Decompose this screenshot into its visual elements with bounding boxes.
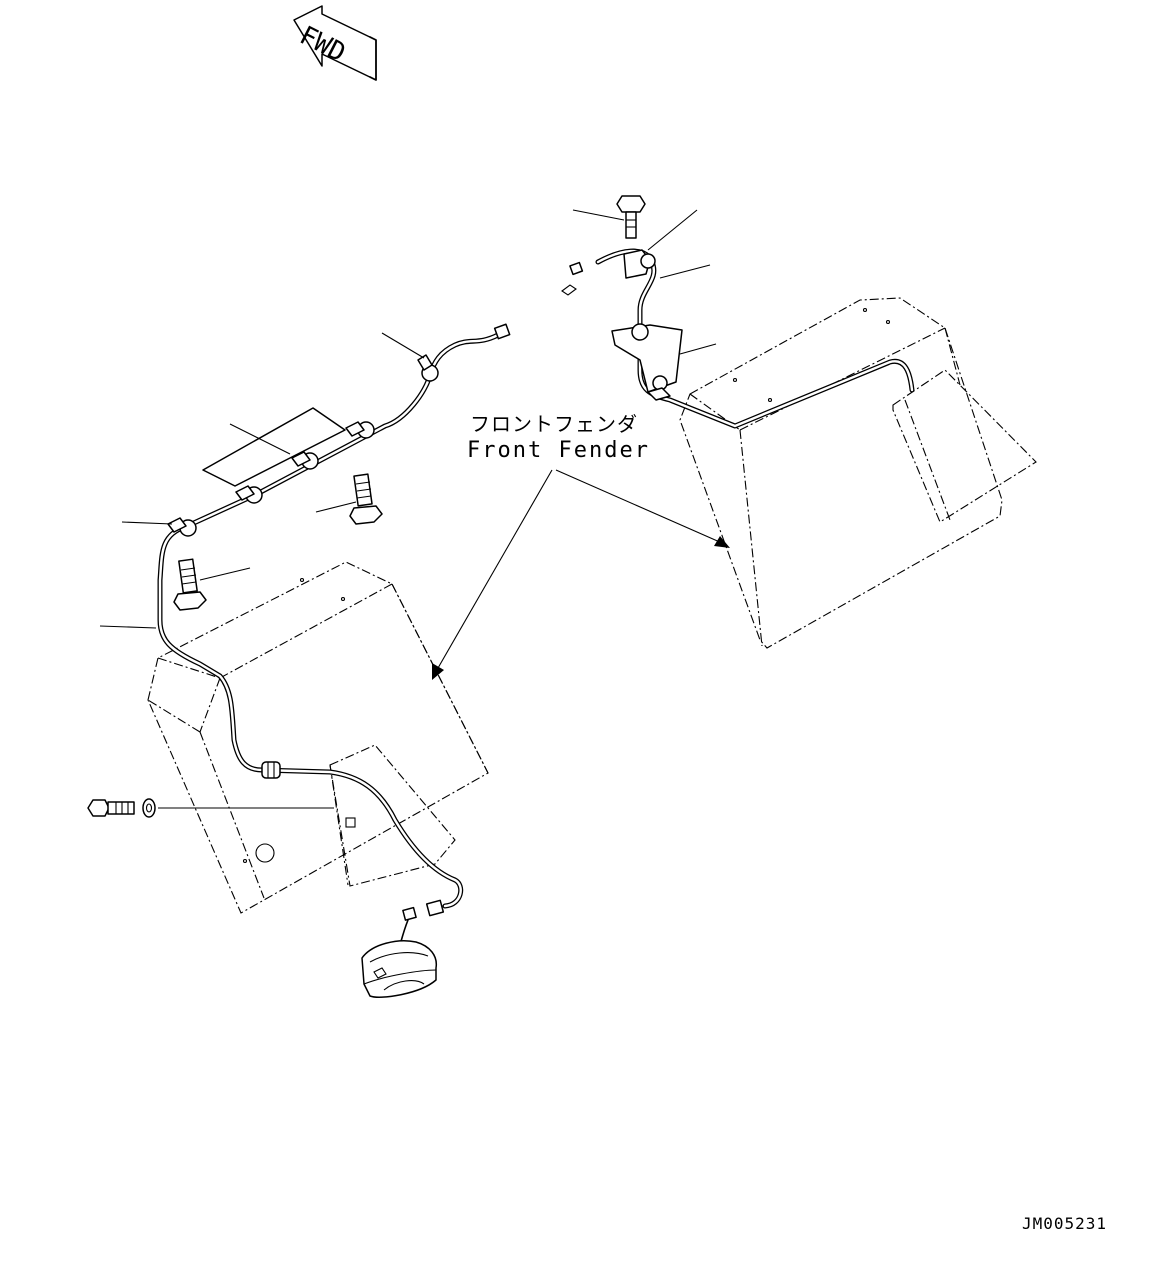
front-fender-label-en: Front Fender <box>467 438 650 463</box>
left-front-fender <box>147 561 489 914</box>
right-front-fender <box>679 297 1037 649</box>
bolt-washer-icon <box>87 798 334 818</box>
right-harness <box>561 195 915 429</box>
front-fender-callout-arrows <box>432 469 730 680</box>
horn-icon <box>361 940 438 998</box>
drawing-id: JM005231 <box>1022 1214 1108 1233</box>
fwd-arrow-icon: FWD <box>293 5 377 81</box>
front-fender-label-jp: フロントフェンダ <box>470 412 638 436</box>
left-harness <box>87 323 511 998</box>
